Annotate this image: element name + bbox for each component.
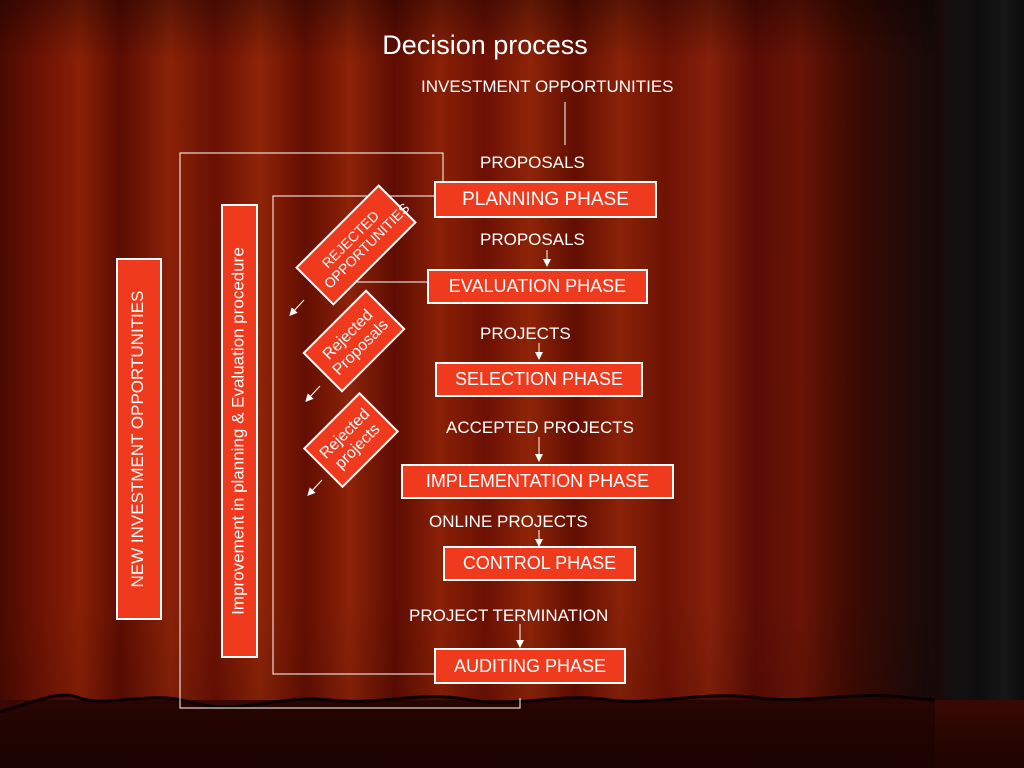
auditing-phase-box: AUDITING PHASE bbox=[434, 648, 626, 684]
planning-phase-box: PLANNING PHASE bbox=[434, 181, 657, 218]
new-investment-opportunities-text: NEW INVESTMENT OPPORTUNITIES bbox=[128, 290, 147, 588]
slide-title: Decision process bbox=[382, 30, 588, 60]
label-investment-opportunities: INVESTMENT OPPORTUNITIES bbox=[421, 77, 674, 96]
label-project-termination: PROJECT TERMINATION bbox=[409, 606, 609, 625]
label-proposals-top: PROPOSALS bbox=[480, 153, 585, 172]
improvement-text: Improvement in planning & Evaluation pro… bbox=[228, 247, 248, 615]
new-investment-opportunities-box bbox=[116, 258, 162, 620]
label-proposals: PROPOSALS bbox=[480, 230, 585, 249]
label-projects: PROJECTS bbox=[480, 324, 571, 343]
evaluation-phase-box: EVALUATION PHASE bbox=[427, 269, 648, 304]
curtain-edge-line bbox=[0, 693, 936, 714]
control-phase-box: CONTROL PHASE bbox=[443, 546, 636, 581]
selection-phase-box: SELECTION PHASE bbox=[435, 362, 643, 397]
improvement-box bbox=[221, 204, 258, 658]
implementation-phase-box: IMPLEMENTATION PHASE bbox=[401, 464, 674, 499]
dark-side-panel bbox=[935, 0, 1024, 768]
label-accepted-projects: ACCEPTED PROJECTS bbox=[446, 418, 634, 437]
curtain-edge bbox=[0, 695, 935, 768]
label-online-projects: ONLINE PROJECTS bbox=[429, 512, 588, 531]
